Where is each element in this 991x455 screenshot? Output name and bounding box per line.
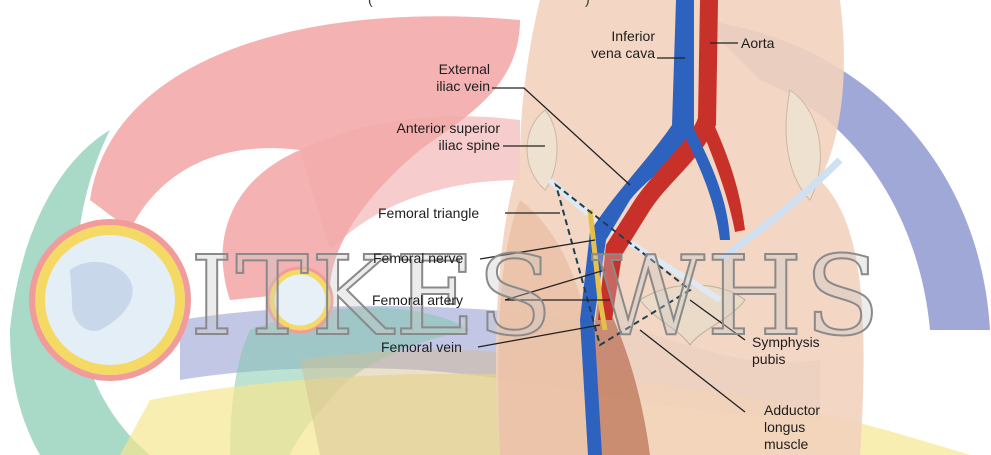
label-inferior-vena-cava-line2: vena cava [565,45,655,62]
label-symphysis-line2: pubis [752,351,820,368]
label-inferior-vena-cava: Inferior vena cava [565,28,655,62]
label-external-iliac-vein-line1: External [395,61,490,78]
header-partial-left: ( [368,0,373,8]
label-femoral-nerve: Femoral nerve [373,250,463,267]
label-inferior-vena-cava-line1: Inferior [565,28,655,45]
label-asis-line2: iliac spine [360,137,500,154]
label-adductor-line3: muscle [764,436,820,453]
label-adductor-line2: longus [764,419,820,436]
label-aorta: Aorta [741,35,774,52]
label-femoral-artery: Femoral artery [372,292,463,309]
label-adductor-line1: Adductor [764,402,820,419]
label-adductor-longus-muscle: Adductor longus muscle [764,402,820,453]
label-symphysis-line1: Symphysis [752,334,820,351]
label-external-iliac-vein-line2: iliac vein [395,78,490,95]
header-partial-right: ) [585,0,590,8]
label-femoral-triangle: Femoral triangle [378,205,479,222]
label-external-iliac-vein: External iliac vein [395,61,490,95]
label-femoral-vein: Femoral vein [381,339,462,356]
label-asis-line1: Anterior superior [360,120,500,137]
label-symphysis-pubis: Symphysis pubis [752,334,820,368]
label-anterior-superior-iliac-spine: Anterior superior iliac spine [360,120,500,154]
